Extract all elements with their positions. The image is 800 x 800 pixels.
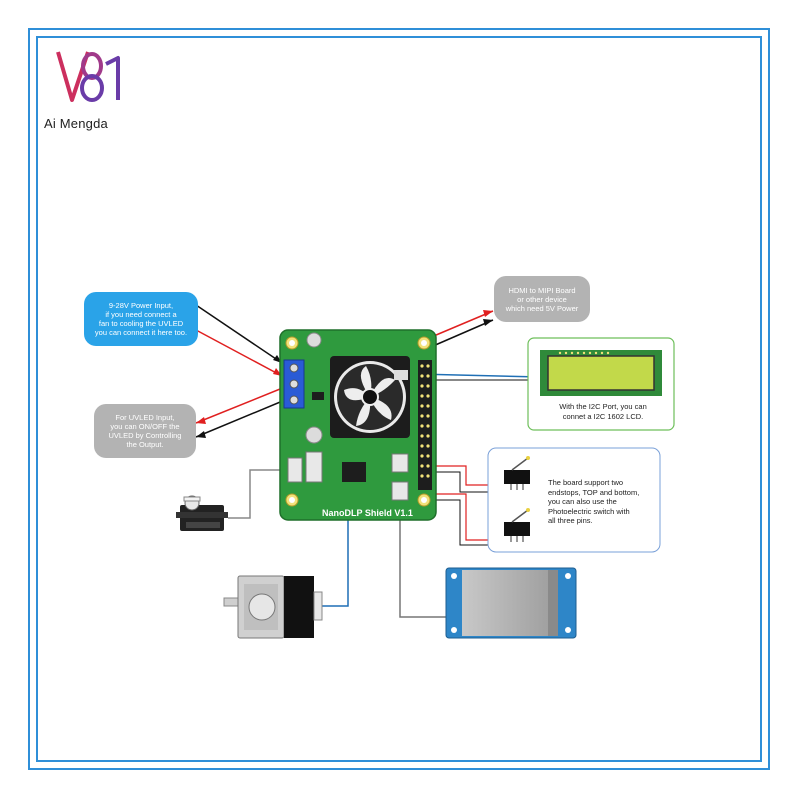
brand-logo — [56, 51, 120, 102]
power-input-callout: 9-28V Power Input, if you need connect a… — [84, 292, 198, 346]
uvled-input-callout: For UVLED Input, you can ON/OFF the UVLE… — [94, 404, 196, 458]
endstop-bottom — [504, 508, 530, 542]
hdmi-callout: HDMI to MIPI Board or other device which… — [494, 276, 590, 322]
uvled-wires — [195, 386, 286, 438]
servo-wire — [228, 469, 292, 519]
endstop-wires — [412, 465, 508, 546]
stepper-motor — [223, 575, 323, 639]
brand-name: Ai Mengda — [44, 116, 108, 131]
stepper-wire — [322, 505, 349, 607]
servo-motor — [176, 495, 228, 531]
inner-frame — [36, 36, 762, 762]
i2c-lcd-caption: With the I2C Port, you can connet a I2C … — [559, 402, 647, 421]
endstop-box — [487, 447, 661, 553]
display-module — [445, 567, 577, 639]
board-label: NanoDLP Shield V1.1 — [322, 508, 413, 518]
power-wires — [195, 304, 283, 377]
nanodlp-board — [279, 329, 437, 521]
display-wire — [399, 520, 448, 618]
endstop-top — [504, 456, 530, 490]
endstop-caption: The board support two endstops, TOP and … — [548, 478, 640, 525]
outer-frame — [28, 28, 770, 770]
lcd-1602 — [527, 337, 675, 431]
